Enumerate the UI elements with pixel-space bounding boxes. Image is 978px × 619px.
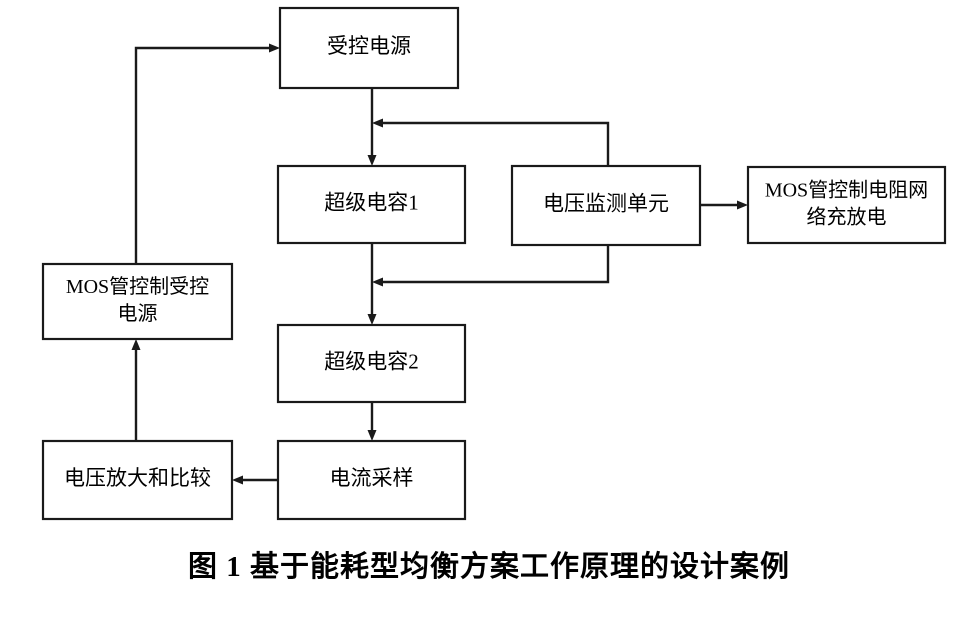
node-current-sampling[interactable]: 电流采样 <box>276 439 467 521</box>
node-label-controlled-power-supply: 受控电源 <box>327 34 411 58</box>
node-box-mos-controlled-power-supply[interactable] <box>41 262 234 341</box>
node-box-supercapacitor-1[interactable] <box>276 164 467 245</box>
node-label-supercapacitor-2: 超级电容2 <box>324 349 419 373</box>
connector-line <box>382 245 610 284</box>
node-box-mos-resistor-network[interactable] <box>746 165 947 245</box>
node-voltage-amplify-compare[interactable]: 电压放大和比较 <box>41 439 234 521</box>
node-box-supercapacitor-2[interactable] <box>276 323 467 404</box>
arrow-head <box>372 118 383 128</box>
node-supercapacitor-1[interactable]: 超级电容1 <box>276 164 467 245</box>
node-box-controlled-power-supply[interactable] <box>278 6 460 90</box>
node-voltage-monitoring-unit[interactable]: 电压监测单元 <box>510 164 702 247</box>
node-label-mos-controlled-power-supply: MOS管控制受控电源 <box>66 275 209 325</box>
arrow-head <box>232 475 243 485</box>
node-box-current-sampling[interactable] <box>276 439 467 521</box>
edge-voltage-amplify-to-mos-supply <box>131 339 141 441</box>
node-mos-controlled-power-supply[interactable]: MOS管控制受控电源 <box>41 262 234 341</box>
node-box-voltage-amplify-compare[interactable] <box>41 439 234 521</box>
edge-mos-supply-to-controlled-supply <box>134 43 280 264</box>
arrow-head <box>269 43 280 53</box>
arrow-head <box>372 277 383 287</box>
edge-voltage-monitor-to-supercap1-branch <box>372 118 610 166</box>
arrow-head <box>367 155 377 166</box>
edge-supercap1-to-supercap2 <box>367 243 377 325</box>
node-label-current-sampling: 电流采样 <box>330 466 414 490</box>
figure-caption: 图 1 基于能耗型均衡方案工作原理的设计案例 <box>187 551 790 583</box>
arrow-head <box>367 314 377 325</box>
connector-line <box>134 46 270 264</box>
node-label-voltage-monitoring-unit: 电压监测单元 <box>543 191 669 215</box>
node-label-supercapacitor-1: 超级电容1 <box>324 190 419 214</box>
edges-layer <box>131 43 748 485</box>
node-mos-resistor-network[interactable]: MOS管控制电阻网络充放电 <box>746 165 947 245</box>
arrow-head <box>737 200 748 210</box>
connector-line <box>382 121 610 166</box>
node-box-voltage-monitoring-unit[interactable] <box>510 164 702 247</box>
node-label-mos-resistor-network: MOS管控制电阻网络充放电 <box>765 178 928 228</box>
arrow-head <box>131 339 141 350</box>
edge-current-sampling-to-voltage-amplify <box>232 475 278 485</box>
edge-supercap2-to-current-sampling <box>367 402 377 441</box>
edge-controlled-supply-to-supercap1 <box>367 88 377 166</box>
arrow-head <box>367 430 377 441</box>
node-controlled-power-supply[interactable]: 受控电源 <box>278 6 460 90</box>
edge-voltage-monitor-to-supercap2-branch <box>372 245 610 287</box>
edge-voltage-monitor-to-mos-resistor <box>700 200 748 210</box>
node-supercapacitor-2[interactable]: 超级电容2 <box>276 323 467 404</box>
node-label-voltage-amplify-compare: 电压放大和比较 <box>64 466 211 490</box>
